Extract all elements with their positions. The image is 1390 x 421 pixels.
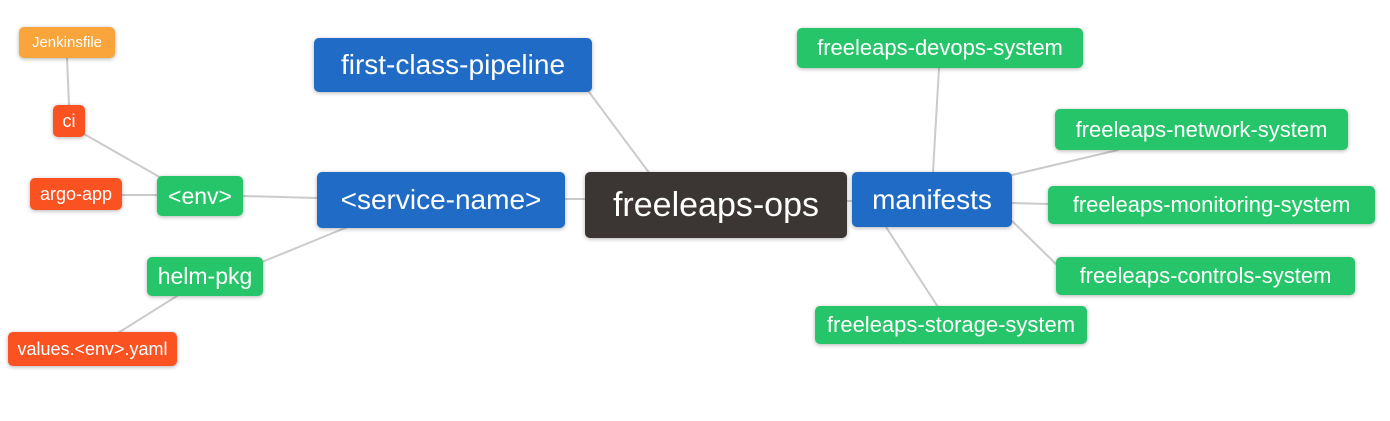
node-freeleaps-storage-system[interactable]: freeleaps-storage-system — [815, 306, 1087, 344]
node-service-name[interactable]: <service-name> — [317, 172, 565, 228]
node-freeleaps-network-system[interactable]: freeleaps-network-system — [1055, 109, 1348, 150]
edge-manifests--freeleaps-monitoring-system — [1011, 202, 1049, 205]
edge-helm-pkg--service-name — [261, 225, 351, 263]
node-ci[interactable]: ci — [53, 105, 85, 137]
node-manifests[interactable]: manifests — [852, 172, 1012, 227]
node-env[interactable]: <env> — [157, 176, 243, 216]
edge-manifests--freeleaps-controls-system — [1011, 220, 1057, 265]
edge-env--service-name — [242, 195, 318, 199]
node-freeleaps-devops-system[interactable]: freeleaps-devops-system — [797, 28, 1083, 68]
node-helm-pkg[interactable]: helm-pkg — [147, 257, 263, 296]
edge-jenkinsfile--ci — [66, 57, 70, 106]
edge-manifests--freeleaps-storage-system — [885, 226, 939, 308]
edge-values-env-yaml--helm-pkg — [117, 295, 178, 334]
edge-manifests--freeleaps-network-system — [1011, 149, 1119, 176]
node-values-env-yaml[interactable]: values.<env>.yaml — [8, 332, 177, 366]
node-argo-app[interactable]: argo-app — [30, 178, 122, 210]
node-freeleaps-ops[interactable]: freeleaps-ops — [585, 172, 847, 238]
node-freeleaps-monitoring-system[interactable]: freeleaps-monitoring-system — [1048, 186, 1375, 224]
node-first-class-pipeline[interactable]: first-class-pipeline — [314, 38, 592, 92]
edge-ci--env — [83, 133, 164, 180]
edge-manifests--freeleaps-devops-system — [932, 67, 940, 173]
node-jenkinsfile[interactable]: Jenkinsfile — [19, 27, 115, 58]
node-freeleaps-controls-system[interactable]: freeleaps-controls-system — [1056, 257, 1355, 295]
edge-first-class-pipeline--freeleaps-ops — [588, 91, 651, 175]
